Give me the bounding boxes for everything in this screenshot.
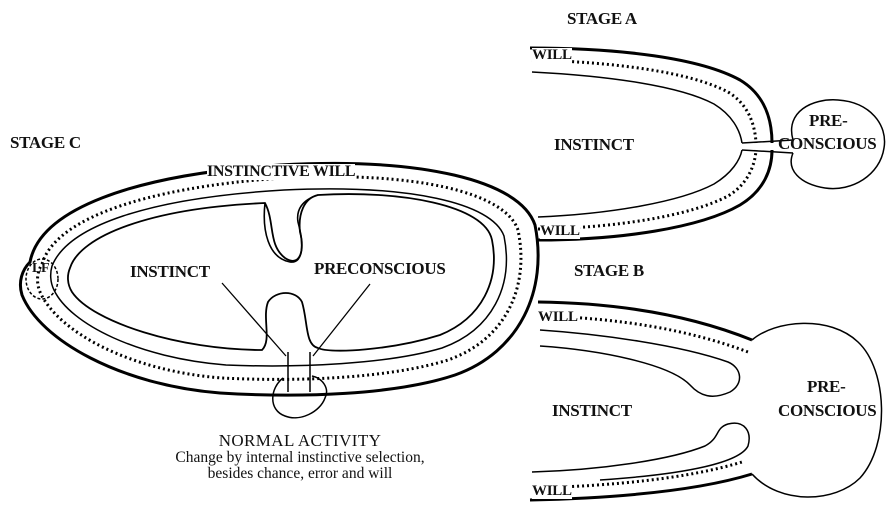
stage-b-instinct-label: INSTINCT: [552, 402, 632, 419]
stage-c-diagram: [20, 163, 538, 417]
caption-line-3: besides chance, error and will: [100, 466, 500, 482]
stage-c-instinct-label: INSTINCT: [130, 263, 210, 280]
stage-b-bottom-inner: [532, 423, 749, 480]
stage-b-will-bottom-label: WILL: [532, 484, 572, 499]
stage-c-bottom-bulb: [273, 376, 327, 418]
stage-a-will-bottom-label: WILL: [540, 224, 580, 239]
stage-c-outer-outline: [20, 163, 538, 395]
stage-a-bottom-inner: [538, 150, 742, 217]
stage-a-will-top-label: WILL: [532, 48, 572, 63]
stage-a-instinct-label: INSTINCT: [554, 136, 634, 153]
stage-c-preconscious-pointer: [313, 284, 370, 356]
stage-c-instinctive-will-label: INSTINCTIVE WILL: [207, 164, 355, 180]
stage-c-title: STAGE C: [10, 134, 81, 151]
stage-a-title: STAGE A: [567, 10, 637, 27]
stage-b-pre-label-1: PRE-: [807, 378, 845, 395]
stage-b-title: STAGE B: [574, 262, 644, 279]
caption-line-2: Change by internal instinctive selection…: [100, 450, 500, 466]
stage-c-preconscious-label: PRECONSCIOUS: [314, 260, 445, 277]
caption-title: NORMAL ACTIVITY: [130, 432, 470, 449]
stage-b-pre-label-2: CONSCIOUS: [778, 402, 876, 419]
stage-a-pre-label-1: PRE-: [809, 112, 847, 129]
stage-b-will-top-label: WILL: [538, 310, 578, 325]
stage-c-lf-label: LF: [32, 262, 49, 276]
stage-a-bottom-band: [538, 150, 756, 229]
stage-a-pre-label-2: CONSCIOUS: [778, 135, 876, 152]
stage-a-top-inner: [532, 72, 742, 143]
